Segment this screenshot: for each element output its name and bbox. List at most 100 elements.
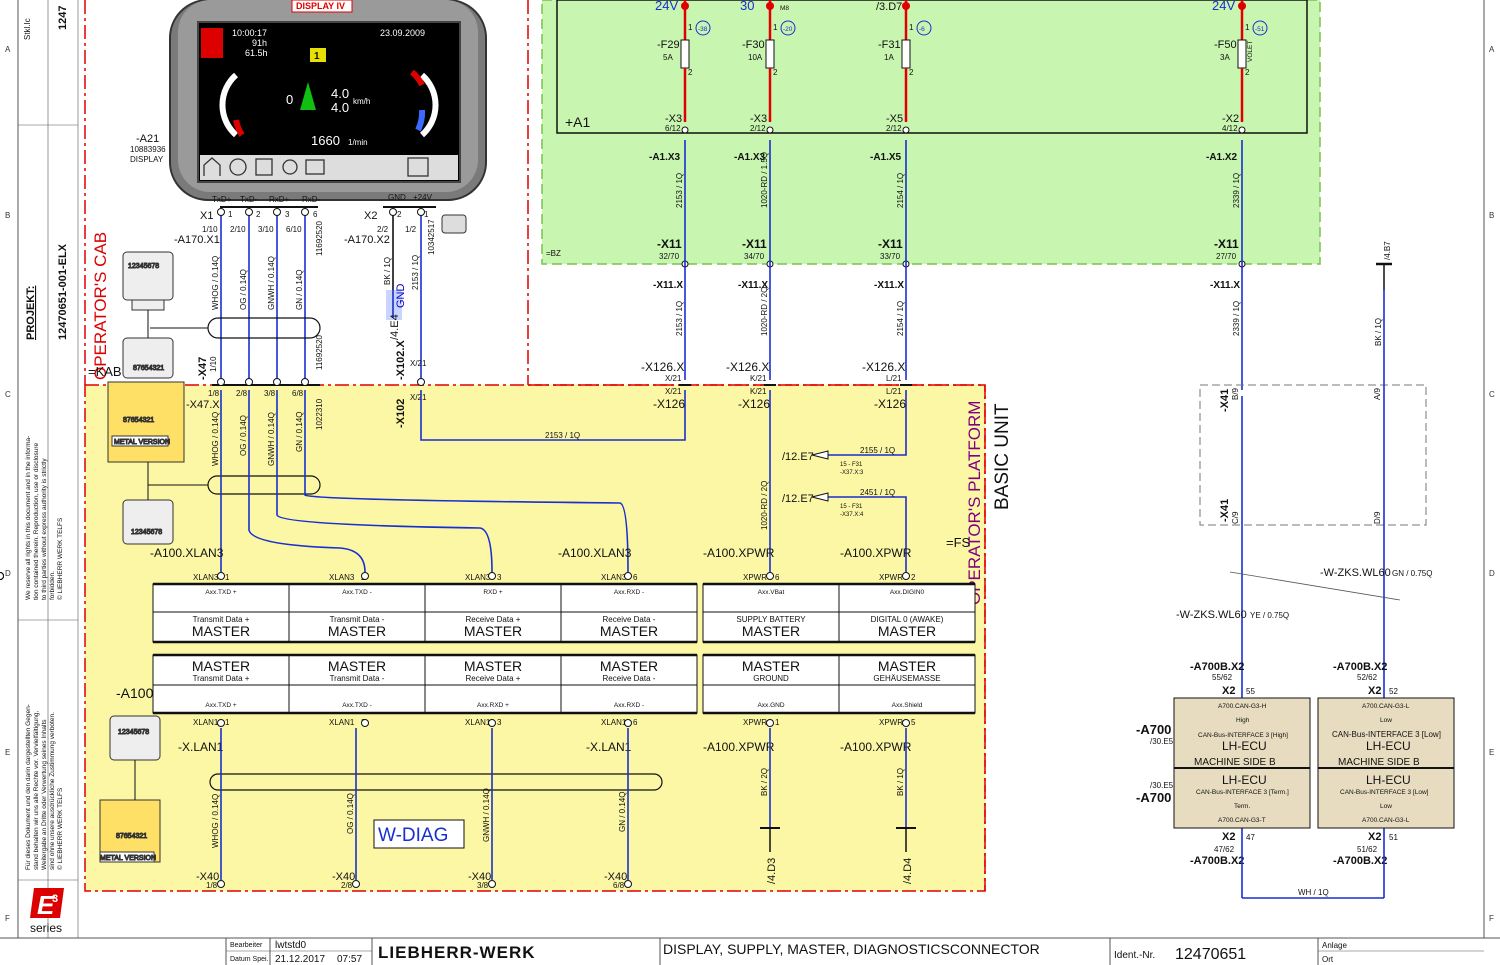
svg-text:Axx.RXD -: Axx.RXD - — [614, 702, 644, 709]
svg-text:2153 / 1Q: 2153 / 1Q — [675, 301, 684, 336]
svg-text:-A1.X2: -A1.X2 — [1206, 152, 1238, 163]
svg-text:1: 1 — [424, 210, 429, 219]
svg-text:-A700: -A700 — [1136, 722, 1171, 737]
svg-text:3/10: 3/10 — [258, 225, 274, 234]
svg-text:2: 2 — [909, 68, 914, 77]
svg-text:CAN-Bus-INTERFACE 3 [Low]: CAN-Bus-INTERFACE 3 [Low] — [1340, 789, 1429, 796]
plug-icon — [441, 214, 467, 234]
svg-text:GEHÄUSEMASSE: GEHÄUSEMASSE — [873, 674, 940, 683]
svg-text:11692520: 11692520 — [315, 334, 324, 370]
svg-text:BK / 1Q: BK / 1Q — [1374, 318, 1383, 346]
svg-text:Axx.Shield: Axx.Shield — [892, 702, 923, 709]
svg-text:MASTER: MASTER — [878, 658, 936, 674]
svg-text:1/8: 1/8 — [208, 389, 220, 398]
svg-text:L/21: L/21 — [886, 387, 902, 396]
stkl-label: Stkl.Ic — [23, 18, 32, 40]
zone-bz-label: =BZ — [546, 249, 561, 258]
svg-text:-X40: -X40 — [196, 871, 219, 883]
svg-text:METAL VERSION: METAL VERSION — [114, 439, 170, 446]
svg-text:MASTER: MASTER — [192, 658, 250, 674]
svg-text:-X5: -X5 — [886, 113, 903, 125]
svg-text:-X37.X:4: -X37.X:4 — [840, 512, 864, 518]
svg-text:-A700B.X2: -A700B.X2 — [1333, 855, 1387, 867]
svg-text:2: 2 — [397, 210, 402, 219]
svg-text:+24V: +24V — [413, 193, 433, 202]
svg-text:-F31: -F31 — [878, 39, 901, 51]
svg-text:Axx.DIGIN0: Axx.DIGIN0 — [890, 589, 925, 596]
svg-text:-A170.X2: -A170.X2 — [344, 234, 390, 246]
svg-text:2: 2 — [256, 210, 261, 219]
svg-text:-X47: -X47 — [197, 357, 209, 380]
svg-text:-X3: -X3 — [665, 113, 682, 125]
svg-text:A700.CAN-G3-H: A700.CAN-G3-H — [1218, 703, 1267, 710]
svg-text:MASTER: MASTER — [328, 623, 386, 639]
svg-text:sind ohne unsere ausdrückliche: sind ohne unsere ausdrückliche Zustimmun… — [49, 712, 56, 870]
svg-text:C: C — [1489, 390, 1495, 399]
sheet-title: DISPLAY, SUPPLY, MASTER, DIAGNOSTICSCONN… — [663, 941, 1040, 957]
svg-text:-A100.XPWR: -A100.XPWR — [703, 740, 775, 754]
svg-text:-X126.X: -X126.X — [641, 360, 684, 374]
svg-text:Transmit Data -: Transmit Data - — [330, 615, 385, 624]
cable-bundle-diag — [209, 773, 663, 791]
svg-text:DIGITAL 0 (AWAKE): DIGITAL 0 (AWAKE) — [871, 615, 944, 624]
svg-text:2: 2 — [911, 573, 916, 582]
svg-text:© LIEBHERR WERK TELFS: © LIEBHERR WERK TELFS — [56, 787, 64, 870]
svg-text:32/70: 32/70 — [659, 252, 680, 261]
svg-text:-X3: -X3 — [750, 113, 767, 125]
svg-text:GNWH / 0.14Q: GNWH / 0.14Q — [267, 256, 276, 310]
svg-text:2/12: 2/12 — [750, 124, 766, 133]
row-b: B — [5, 211, 10, 220]
svg-text:Low: Low — [1380, 803, 1392, 810]
svg-text:4.0: 4.0 — [331, 86, 349, 101]
svg-text:XLAN1: XLAN1 — [193, 718, 219, 727]
svg-text:2: 2 — [773, 68, 778, 77]
svg-text:5: 5 — [911, 718, 916, 727]
svg-text:6/12: 6/12 — [665, 124, 681, 133]
svg-text:LH-ECU: LH-ECU — [1366, 773, 1411, 787]
svg-text:CAN-Bus-INTERFACE 3 [Term.]: CAN-Bus-INTERFACE 3 [Term.] — [1196, 789, 1289, 796]
platform-wires — [220, 390, 907, 573]
svg-text:/4.D3: /4.D3 — [766, 858, 778, 884]
frame-row-markers: A B C D E F A B C D E F — [5, 45, 1495, 923]
svg-text:TxD-: TxD- — [240, 195, 258, 204]
home-icon — [203, 157, 221, 176]
svg-text:61.5h: 61.5h — [245, 48, 268, 58]
svg-text:Axx.TXD +: Axx.TXD + — [205, 702, 236, 709]
svg-text:-X11: -X11 — [657, 237, 682, 251]
svg-text:series: series — [30, 921, 62, 935]
svg-text:tion contained therein. Reprod: tion contained therein. Reproduction, us… — [33, 442, 40, 600]
svg-text:High: High — [1236, 717, 1250, 724]
svg-text:3: 3 — [285, 210, 290, 219]
svg-text:K/21: K/21 — [750, 387, 767, 396]
svg-text:OG / 0.14Q: OG / 0.14Q — [239, 269, 248, 310]
svg-text:CAN-Bus-INTERFACE 3 [High]: CAN-Bus-INTERFACE 3 [High] — [1198, 732, 1288, 739]
svg-text:BK / 1Q: BK / 1Q — [896, 768, 905, 796]
svg-text:-X47.X: -X47.X — [186, 399, 220, 411]
zone-platform-label: OPERATOR'S PLATFORM — [965, 401, 984, 605]
svg-text:-X40: -X40 — [332, 871, 355, 883]
svg-text:1/8: 1/8 — [206, 881, 218, 890]
svg-text:-20: -20 — [783, 26, 793, 33]
svg-text:GNWH / 0.14Q: GNWH / 0.14Q — [482, 788, 491, 842]
svg-text:-X11: -X11 — [742, 237, 767, 251]
svg-text:-X.LAN1: -X.LAN1 — [178, 740, 224, 754]
svg-text:Transmit Data +: Transmit Data + — [193, 615, 250, 624]
svg-text:XPWR: XPWR — [743, 718, 767, 727]
svg-text:15 - F31: 15 - F31 — [840, 504, 863, 510]
svg-text:GN / 0.14Q: GN / 0.14Q — [295, 270, 304, 310]
svg-text:GN / 0.14Q: GN / 0.14Q — [295, 412, 304, 452]
svg-text:km/h: km/h — [353, 97, 370, 106]
svg-text:Ident.-Nr.: Ident.-Nr. — [1114, 950, 1155, 961]
direction-arrow-icon — [300, 82, 316, 110]
diag-wires — [220, 728, 907, 880]
svg-text:87654321: 87654321 — [123, 417, 154, 424]
svg-text:2153 / 1Q: 2153 / 1Q — [411, 255, 420, 290]
svg-text:-X11.X: -X11.X — [874, 280, 904, 291]
svg-text:-X41: -X41 — [1219, 389, 1231, 412]
svg-text:30: 30 — [740, 0, 754, 13]
